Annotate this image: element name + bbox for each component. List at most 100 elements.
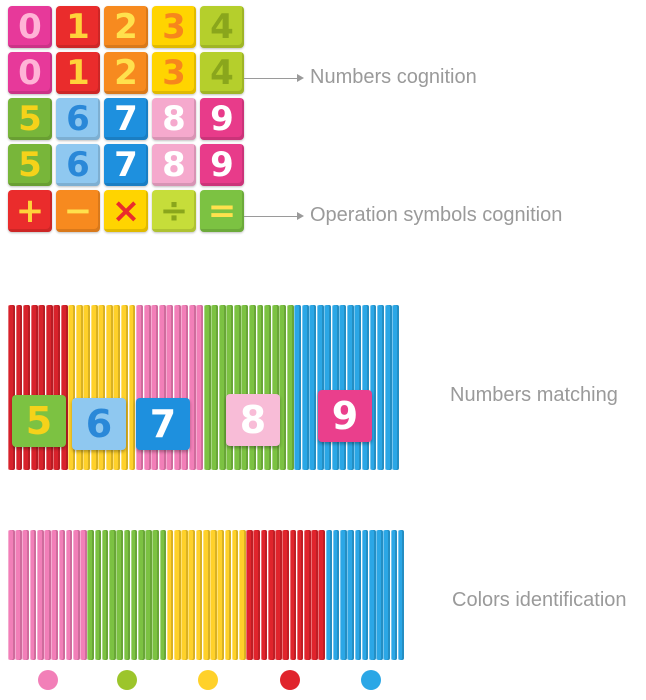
counting-stick (22, 530, 30, 660)
number-tile: 7 (104, 98, 148, 140)
number-card: 9 (318, 390, 372, 442)
counting-stick (151, 305, 159, 470)
number-tile: 4 (200, 52, 244, 94)
counting-stick (145, 530, 152, 660)
counting-stick (267, 530, 275, 660)
number-tile: − (56, 190, 100, 232)
number-tile: 3 (152, 6, 196, 48)
counting-stick (109, 530, 116, 660)
counting-stick (188, 530, 196, 660)
number-tile: ÷ (152, 190, 196, 232)
counting-stick (72, 530, 80, 660)
number-tile: 2 (104, 6, 148, 48)
counting-stick (384, 305, 392, 470)
counting-stick (36, 530, 44, 660)
counting-stick (44, 530, 51, 660)
counting-stick (311, 530, 318, 660)
counting-stick (15, 530, 22, 660)
counting-stick (318, 530, 326, 660)
counting-stick (303, 530, 311, 660)
counting-stick (368, 530, 376, 660)
number-tile: 8 (152, 144, 196, 186)
numbers-cognition-arrowhead (297, 74, 304, 82)
counting-stick (181, 530, 188, 660)
counting-stick (275, 530, 282, 660)
counting-stick (354, 305, 362, 470)
counting-stick (294, 305, 302, 470)
number-tile: × (104, 190, 148, 232)
counting-stick (137, 530, 145, 660)
counting-stick (392, 305, 400, 470)
counting-stick (339, 305, 347, 470)
counting-stick (143, 305, 151, 470)
number-tile: 0 (8, 52, 52, 94)
counting-stick (158, 305, 166, 470)
number-card: 7 (136, 398, 190, 450)
number-tile: 9 (200, 144, 244, 186)
counting-stick (316, 305, 324, 470)
counting-stick (309, 305, 317, 470)
color-dot (38, 670, 58, 690)
colors-identification-label: Colors identification (452, 589, 627, 611)
counting-stick (397, 530, 405, 660)
counting-stick (203, 305, 211, 470)
counting-stick (324, 305, 332, 470)
counting-stick (211, 305, 219, 470)
color-dot (280, 670, 300, 690)
color-sticks (8, 530, 406, 660)
counting-stick (174, 530, 181, 660)
counting-stick (264, 305, 271, 470)
counting-stick (15, 305, 23, 470)
number-tile: 4 (200, 6, 244, 48)
counting-stick (218, 305, 226, 470)
counting-stick (60, 305, 68, 470)
counting-stick (87, 530, 95, 660)
counting-stick (226, 305, 234, 470)
color-dot (198, 670, 218, 690)
counting-stick (249, 305, 256, 470)
counting-stick (152, 530, 159, 660)
counting-stick (390, 530, 398, 660)
counting-stick (173, 305, 181, 470)
numbers-cognition-label: Numbers cognition (310, 66, 477, 88)
counting-stick (271, 305, 279, 470)
counting-stick (51, 530, 58, 660)
number-tile: 6 (56, 144, 100, 186)
number-tile: 8 (152, 98, 196, 140)
counting-stick (130, 530, 138, 660)
counting-stick (296, 530, 304, 660)
counting-stick (29, 530, 37, 660)
counting-stick (188, 305, 196, 470)
number-tile: 7 (104, 144, 148, 186)
counting-stick (369, 305, 377, 470)
counting-stick (53, 305, 61, 470)
counting-stick (202, 530, 210, 660)
counting-stick (8, 305, 15, 470)
counting-stick (166, 305, 174, 470)
counting-stick (83, 305, 91, 470)
counting-stick (196, 305, 204, 470)
operation-symbols-leader (244, 216, 298, 217)
counting-stick (80, 530, 87, 660)
number-tile: 3 (152, 52, 196, 94)
color-dot (117, 670, 137, 690)
counting-stick (8, 530, 15, 660)
counting-stick (332, 530, 340, 660)
operation-symbols-arrowhead (297, 212, 304, 220)
number-tile: 5 (8, 144, 52, 186)
counting-stick (120, 305, 128, 470)
counting-stick (253, 530, 261, 660)
counting-stick (233, 305, 241, 470)
matching-sticks (8, 305, 400, 470)
counting-stick (136, 305, 143, 470)
counting-stick (361, 530, 369, 660)
counting-stick (101, 530, 109, 660)
number-tile: + (8, 190, 52, 232)
number-card: 5 (12, 395, 66, 447)
counting-stick (113, 305, 121, 470)
counting-stick (45, 305, 53, 470)
counting-stick (325, 530, 333, 660)
number-tile: 1 (56, 6, 100, 48)
counting-stick (98, 305, 106, 470)
counting-stick (94, 530, 102, 660)
